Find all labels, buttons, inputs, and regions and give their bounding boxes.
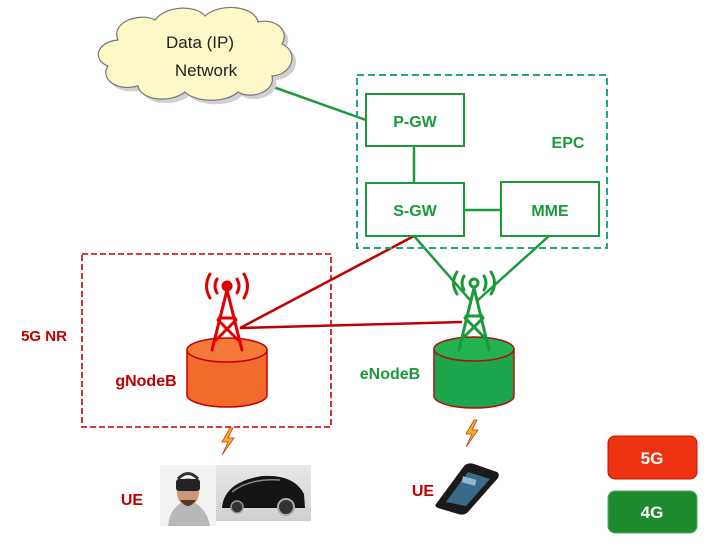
epc-label: EPC (552, 135, 585, 152)
vr-headset-user-image (160, 465, 216, 526)
connection-lines (239, 76, 550, 330)
legend-4g: 4G (607, 490, 698, 534)
data-network-cloud: Data (IP) Network (97, 6, 297, 105)
sgw-label: S-GW (393, 203, 437, 220)
sgw-box[interactable] (365, 182, 465, 237)
link-sgw-gnodeb (239, 234, 415, 330)
enodeb-cylinder[interactable] (433, 336, 515, 409)
enodeb-label: eNodeB (360, 366, 420, 383)
ue-4g-label: UE (412, 483, 435, 500)
epc-border (356, 74, 608, 249)
enodeb-tower-icon (452, 270, 496, 352)
pgw-label: P-GW (393, 114, 437, 131)
gnodeb-label: gNodeB (115, 373, 176, 390)
link-mme-enodeb (477, 235, 550, 301)
ue-5g-label: UE (121, 492, 144, 509)
legend-5g-label: 5G (641, 449, 664, 468)
nr-label: 5G NR (21, 328, 67, 345)
lte-group: eNodeB UE (360, 270, 515, 515)
legend-4g-label: 4G (641, 503, 664, 522)
nr-border (81, 253, 332, 428)
lightning-icon (465, 419, 479, 448)
legend-5g: 5G (607, 435, 698, 480)
mme-label: MME (531, 203, 569, 220)
epc-group: EPC P-GW S-GW MME (356, 74, 608, 249)
lightning-icon (221, 427, 235, 456)
pgw-box[interactable] (365, 93, 465, 147)
cloud-shape (97, 6, 293, 101)
cloud-label-line1: Data (IP) (166, 33, 234, 52)
cloud-label-line2: Network (175, 61, 238, 80)
gnodeb-cylinder[interactable] (186, 337, 268, 408)
gnodeb-tower-icon (205, 272, 249, 352)
link-sgw-enodeb (413, 235, 471, 301)
autonomous-car-image (216, 465, 311, 521)
link-gnodeb-enodeb (239, 320, 463, 330)
smartphone-image (435, 463, 499, 515)
mme-box[interactable] (500, 181, 600, 237)
legend: 5G 4G (607, 435, 698, 534)
nr-group: 5G NR gNodeB UE (21, 253, 332, 526)
